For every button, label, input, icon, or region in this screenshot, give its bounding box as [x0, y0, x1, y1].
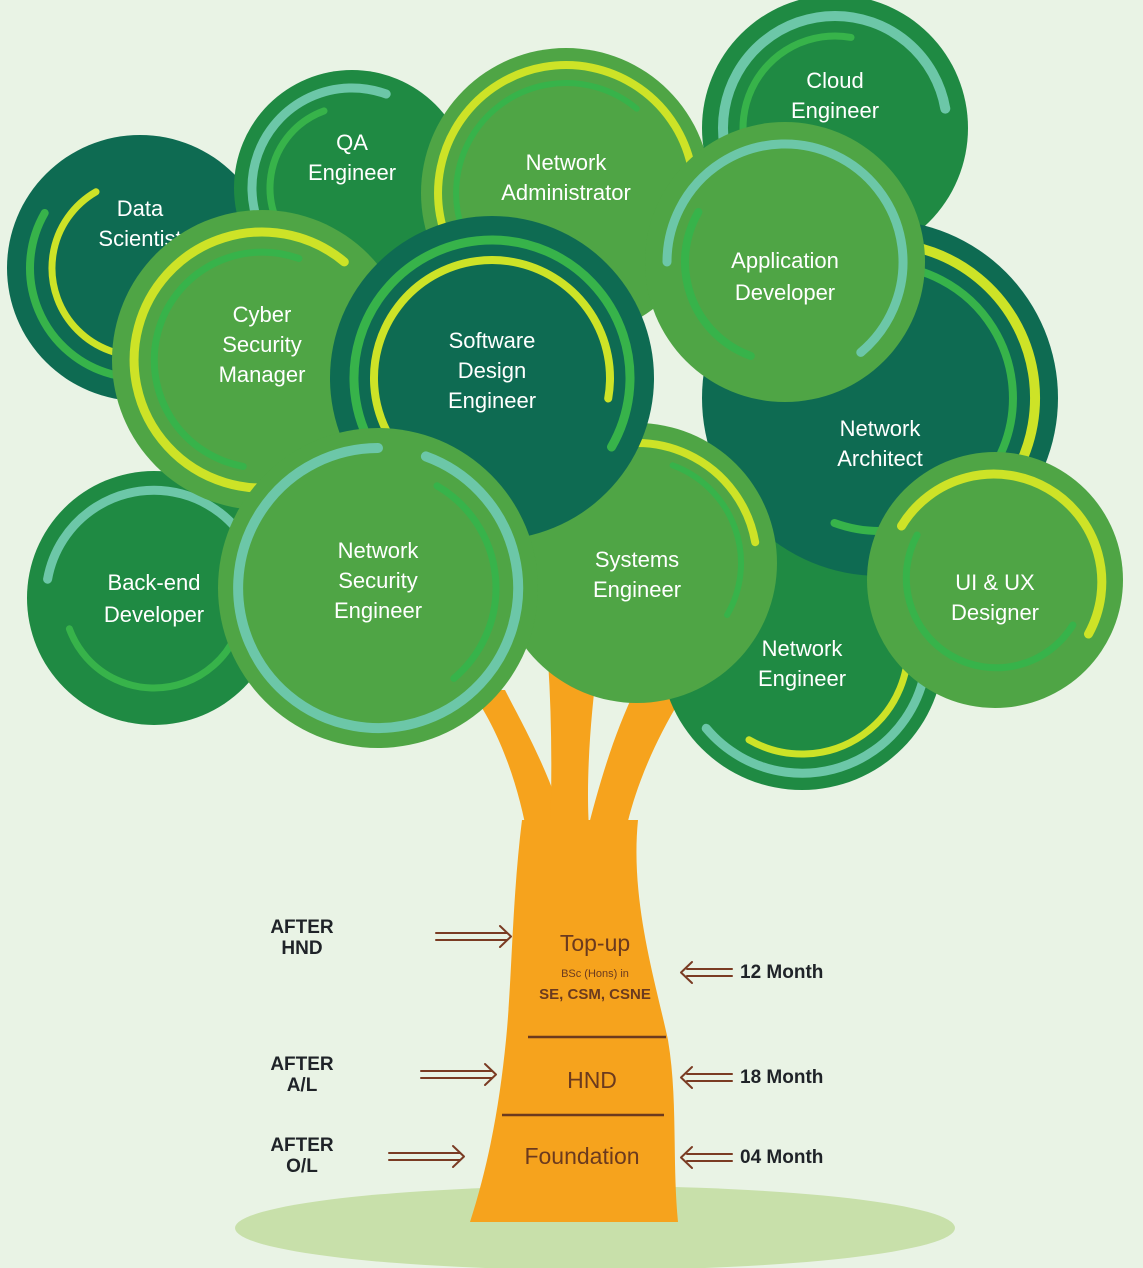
career-label-line: Administrator — [501, 180, 631, 205]
stage-topup-title: Top-up — [560, 930, 630, 956]
entry-hnd-line2: A/L — [287, 1075, 318, 1096]
career-label-line: Cyber — [233, 302, 292, 327]
career-label-line: Engineer — [791, 98, 879, 123]
arrow-right-foundation — [388, 1145, 465, 1168]
career-label-line: Network — [762, 636, 844, 661]
career-label-line: Engineer — [334, 598, 422, 623]
career-ring-arc — [150, 248, 303, 470]
career-ring-arc — [662, 139, 908, 357]
arrow-right-hnd — [420, 1063, 497, 1086]
career-label-line: Data — [117, 196, 164, 221]
arrow-right-topup — [435, 925, 512, 948]
entry-foundation-line1: AFTER — [270, 1135, 334, 1156]
arrow-left-foundation — [680, 1146, 733, 1169]
duration-foundation: 04 Month — [740, 1147, 823, 1168]
entry-foundation-line2: O/L — [286, 1156, 318, 1177]
stage-hnd-title: HND — [567, 1067, 617, 1093]
career-circle-ui-ux-designer: UI & UX Designer — [867, 452, 1123, 708]
stage-topup-subtitle: BSc (Hons) in — [561, 968, 629, 980]
duration-hnd: 18 Month — [740, 1067, 823, 1088]
entry-hnd-line1: AFTER — [270, 1054, 334, 1075]
career-label-line: Engineer — [758, 666, 846, 691]
career-label-line: Systems — [595, 547, 679, 572]
career-ring-arc — [433, 482, 500, 682]
career-ring-arc — [129, 227, 349, 493]
career-label-line: Back-end — [108, 570, 201, 595]
duration-topup: 12 Month — [740, 962, 823, 983]
career-label-line: Security — [222, 332, 301, 357]
career-ring-arc — [233, 443, 524, 733]
stage-foundation-title: Foundation — [524, 1143, 639, 1169]
career-circle-bg — [218, 428, 538, 748]
career-label-line: UI & UX — [955, 570, 1035, 595]
career-ring-arc — [897, 469, 1107, 639]
arrow-left-hnd — [680, 1066, 733, 1089]
career-label-line: Network — [840, 416, 922, 441]
career-ring-arc — [902, 531, 1077, 672]
career-label-line: Application — [731, 248, 839, 273]
career-ring-arc — [669, 462, 744, 618]
career-label-line: Network — [526, 150, 608, 175]
entry-topup-line2: HND — [281, 938, 322, 959]
stage-topup-programs: SE, CSM, CSNE — [539, 986, 651, 1003]
career-label-line: Cloud — [806, 68, 863, 93]
career-label-line: Security — [338, 568, 417, 593]
career-label-line: QA — [336, 130, 368, 155]
entry-topup-line1: AFTER — [270, 917, 334, 938]
career-label-line: Design — [458, 358, 526, 383]
career-label-line: Developer — [104, 602, 204, 627]
career-label-line: Architect — [837, 446, 923, 471]
career-label-line: Engineer — [448, 388, 536, 413]
tree-trunk — [470, 660, 680, 1222]
career-label-line: Designer — [951, 600, 1039, 625]
career-label-line: Developer — [735, 280, 835, 305]
ground-ellipse — [235, 1186, 955, 1268]
career-label-line: Manager — [219, 362, 306, 387]
career-ring-arc — [681, 208, 755, 360]
career-label-line: Network — [338, 538, 420, 563]
career-label-line: Engineer — [308, 160, 396, 185]
arrow-left-topup — [680, 961, 733, 984]
career-label-line: Software — [449, 328, 536, 353]
career-label-line: Engineer — [593, 577, 681, 602]
